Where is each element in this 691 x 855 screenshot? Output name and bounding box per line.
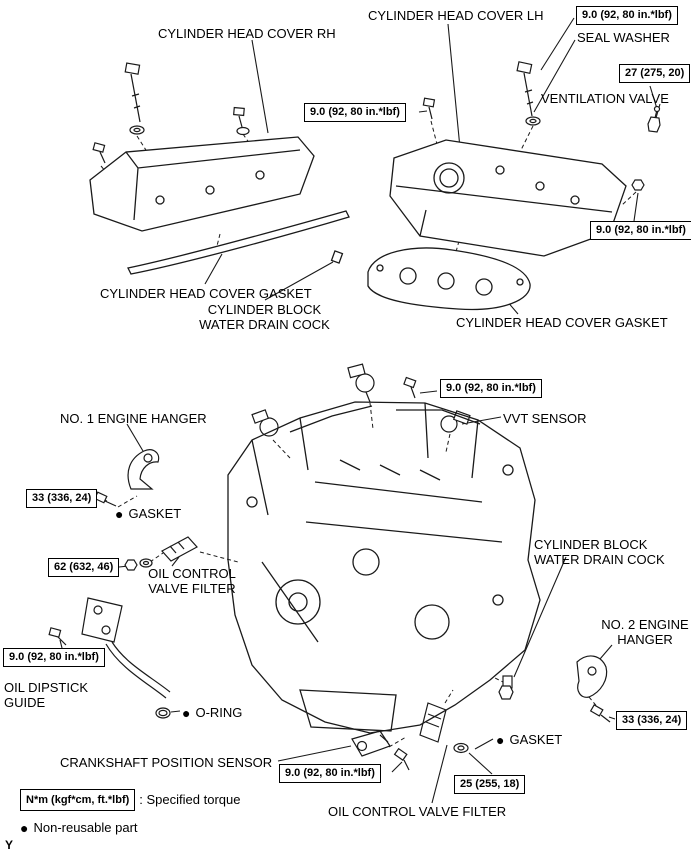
label-oil-control-valve-filter-1: OIL CONTROL VALVE FILTER xyxy=(148,566,236,596)
label-oil-control-valve-filter-2: OIL CONTROL VALVE FILTER xyxy=(328,804,507,819)
label-gasket-1-text: GASKET xyxy=(128,506,182,521)
valve-cover-lh-art xyxy=(367,139,627,311)
label-vvt-sensor: VVT SENSOR xyxy=(503,411,587,426)
torque-box-oil-control-valve-filter-1: 62 (632, 46) xyxy=(48,558,120,577)
torque-box-ventilation-valve: 27 (275, 20) xyxy=(619,64,691,83)
label-cylinder-head-cover-gasket-rh: CYLINDER HEAD COVER GASKET xyxy=(100,286,312,301)
label-o-ring-text: O-RING xyxy=(195,705,243,720)
label-no1-engine-hanger: NO. 1 ENGINE HANGER xyxy=(60,411,207,426)
legend-non-reusable: ● Non-reusable part xyxy=(20,820,138,836)
label-cylinder-head-cover-rh: CYLINDER HEAD COVER RH xyxy=(158,26,336,41)
torque-box-crankshaft-sensor-bolt: 9.0 (92, 80 in.*lbf) xyxy=(279,764,381,783)
torque-box-cover-lh-bolt: 9.0 (92, 80 in.*lbf) xyxy=(304,103,406,122)
label-water-drain-cock-bottom: CYLINDER BLOCK WATER DRAIN COCK xyxy=(534,537,665,567)
torque-box-no2-hanger-bolt: 33 (336, 24) xyxy=(616,711,688,730)
torque-box-no1-hanger-bolt: 33 (336, 24) xyxy=(26,489,98,508)
label-seal-washer: SEAL WASHER xyxy=(577,30,670,45)
page-marker: Y xyxy=(5,838,14,852)
label-ventilation-valve: VENTILATION VALVE xyxy=(541,91,669,106)
non-reusable-icon: ● xyxy=(496,732,505,748)
torque-box-vvt-sensor-bolt: 9.0 (92, 80 in.*lbf) xyxy=(440,379,542,398)
label-gasket-2-text: GASKET xyxy=(509,732,563,747)
legend-torque-text: : Specified torque xyxy=(139,792,241,807)
non-reusable-icon: ● xyxy=(182,705,191,721)
torque-box-cover-lh-nut: 9.0 (92, 80 in.*lbf) xyxy=(590,221,691,240)
legend-torque-symbol-box: N*m (kgf*cm, ft.*lbf) xyxy=(20,789,136,811)
label-gasket-2: ● GASKET xyxy=(496,732,562,747)
label-crankshaft-position-sensor: CRANKSHAFT POSITION SENSOR xyxy=(60,755,273,770)
non-reusable-icon: ● xyxy=(20,820,29,836)
label-gasket-1: ● GASKET xyxy=(115,506,181,521)
legend-non-reusable-text: Non-reusable part xyxy=(33,820,138,835)
valve-cover-rh-art xyxy=(89,136,350,275)
label-cylinder-head-cover-gasket-lh: CYLINDER HEAD COVER GASKET xyxy=(456,315,668,330)
non-reusable-icon: ● xyxy=(115,506,124,522)
label-no2-engine-hanger: NO. 2 ENGINE HANGER xyxy=(601,617,689,647)
label-o-ring: ● O-RING xyxy=(182,705,242,720)
torque-box-seal-washer-bolt: 9.0 (92, 80 in.*lbf) xyxy=(576,6,678,25)
fastener-and-sensor-art xyxy=(48,61,661,771)
label-cylinder-head-cover-lh: CYLINDER HEAD COVER LH xyxy=(368,8,544,23)
label-oil-dipstick-guide: OIL DIPSTICK GUIDE xyxy=(4,680,89,710)
label-water-drain-cock-top: CYLINDER BLOCK WATER DRAIN COCK xyxy=(199,302,330,332)
legend-specified-torque: N*m (kgf*cm, ft.*lbf): Specified torque xyxy=(20,789,240,811)
torque-box-oil-dipstick-guide-bolt: 9.0 (92, 80 in.*lbf) xyxy=(3,648,105,667)
engine-block-art xyxy=(227,401,541,734)
torque-box-oil-control-valve-filter-2: 25 (255, 18) xyxy=(454,775,526,794)
